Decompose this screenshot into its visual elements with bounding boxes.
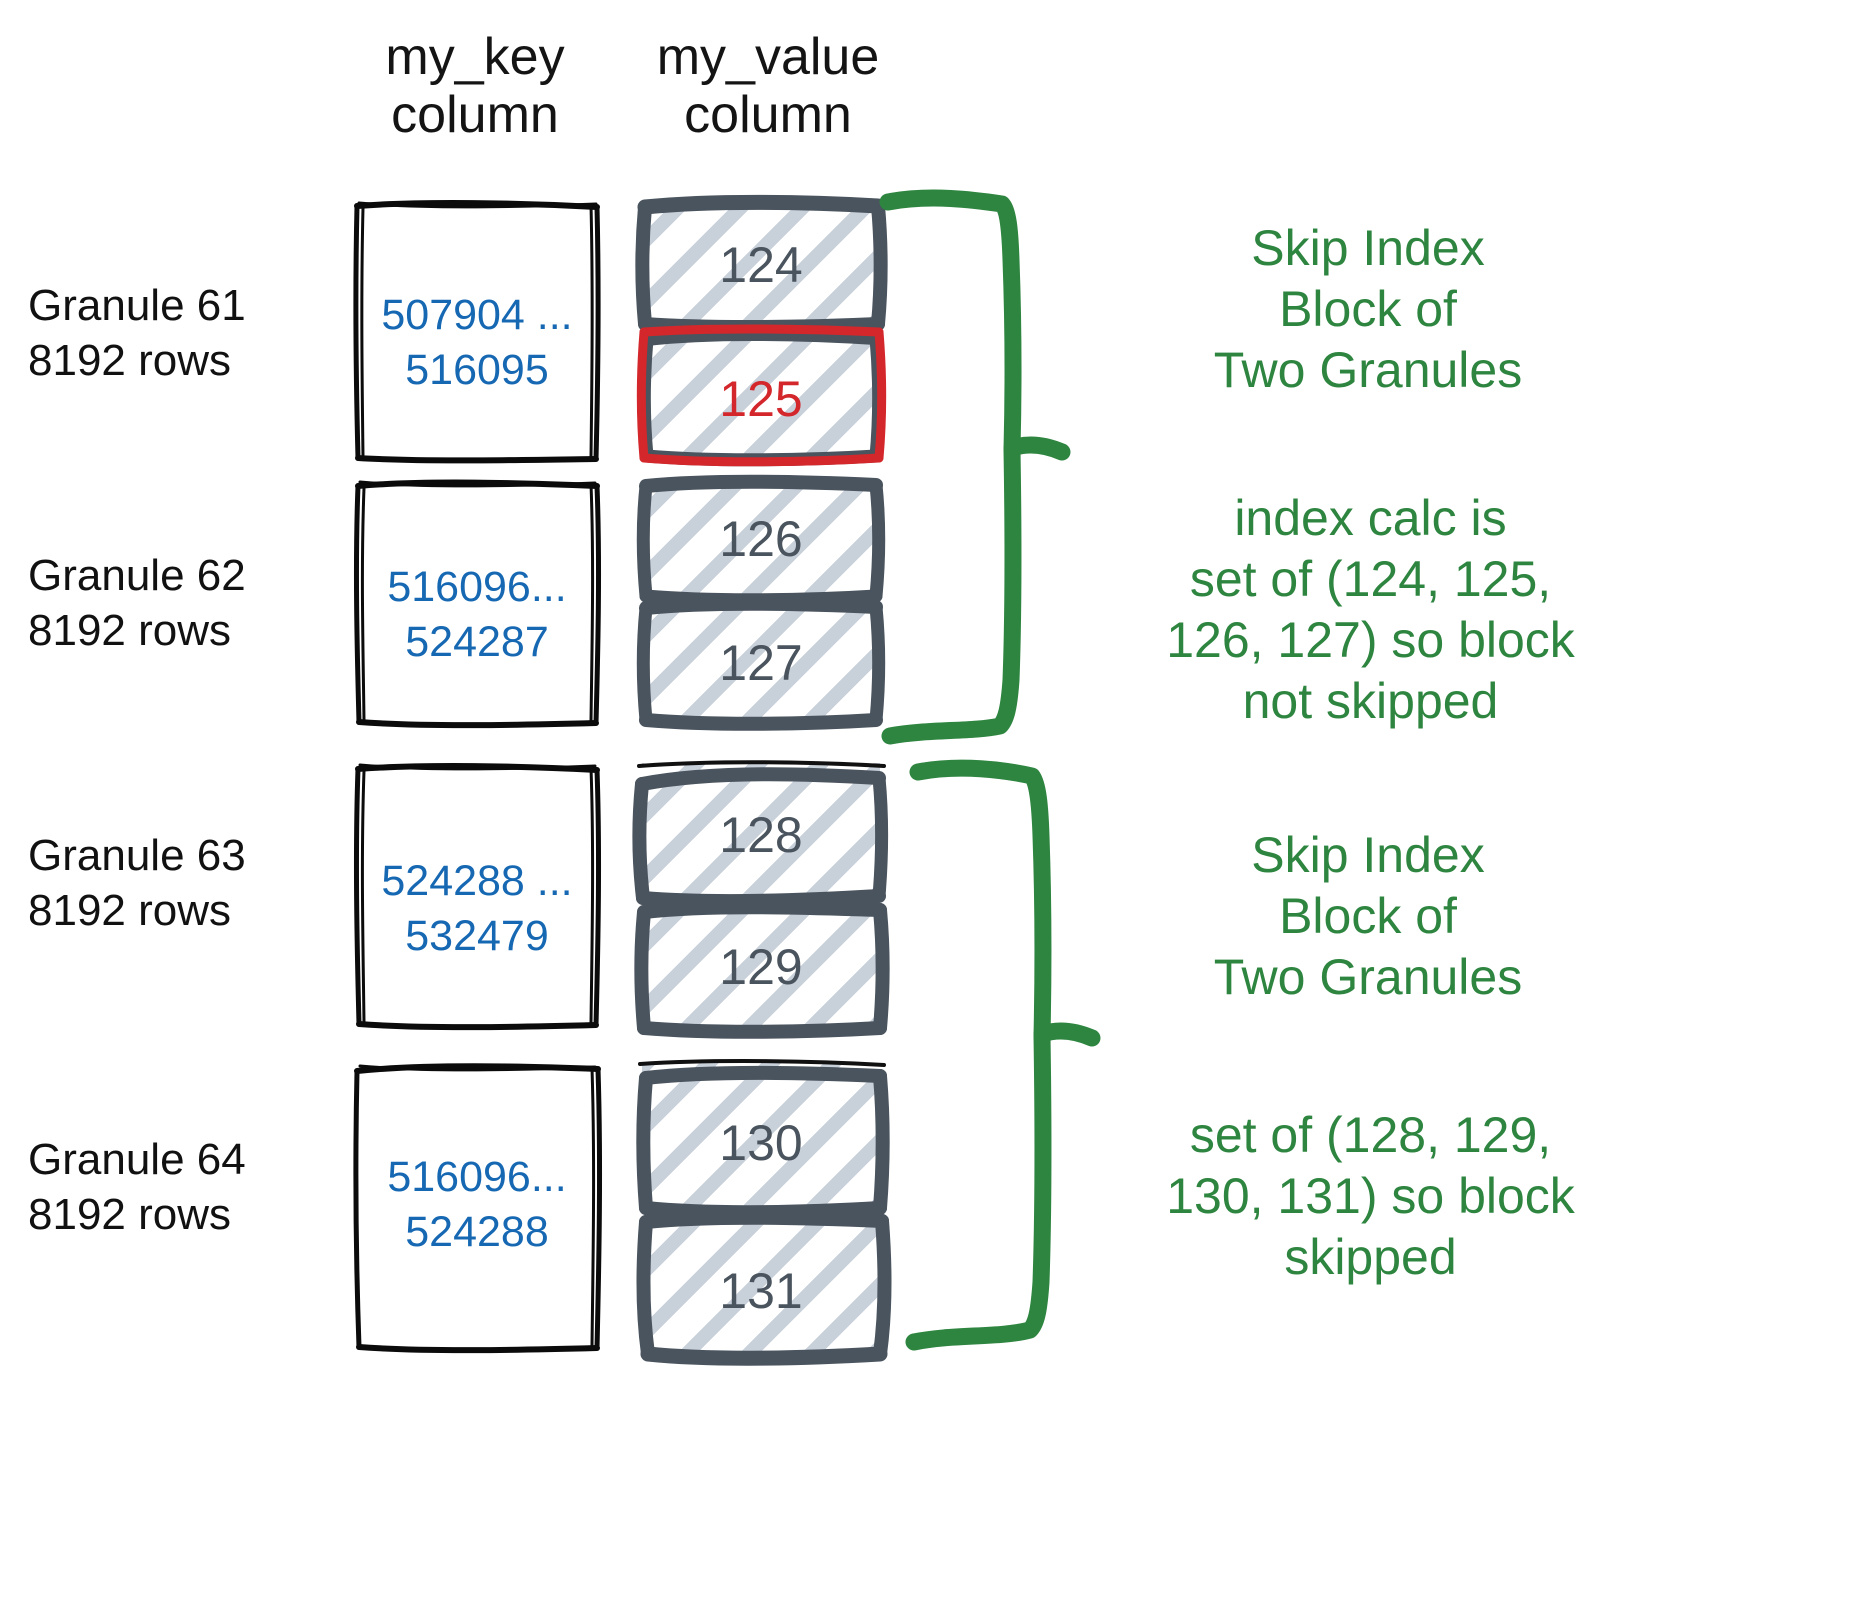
hatch-fill — [642, 201, 880, 327]
key-box-granule-61: 507904 ... 516095 — [352, 200, 602, 464]
annotation-set-of-skipped: set of (128, 129, 130, 131) so block ski… — [1166, 1107, 1575, 1285]
key-range-granule-61: 507904 ... 516095 — [381, 291, 573, 395]
hatch-fill — [642, 903, 880, 1031]
value-cell-131: 131 — [636, 1210, 892, 1366]
annotation-skip-index-block-bottom: Skip Index Block of Two Granules — [1213, 827, 1523, 1005]
key-box-granule-62: 516096... 524287 — [352, 478, 602, 729]
value-text-highlighted: 125 — [719, 371, 803, 427]
sketch-rect-icon — [353, 479, 602, 729]
value-cell-124: 124 — [635, 194, 888, 335]
sketch-rect-highlight-icon — [636, 324, 887, 467]
hatch-fill — [642, 1063, 880, 1213]
skip-index-bracket-bottom — [905, 759, 1101, 1351]
sketch-rect-icon — [353, 200, 601, 464]
value-text: 128 — [719, 807, 803, 863]
hatch-fill — [642, 1217, 880, 1357]
sketch-rect-icon — [353, 763, 602, 1031]
annotation-index-calc-not-skipped: index calc is set of (124, 125, 126, 127… — [1166, 490, 1575, 729]
granule-label-61: Granule 61 8192 rows — [28, 281, 246, 385]
key-range-granule-62: 516096... 524287 — [387, 563, 567, 667]
value-cell-130: 130 — [636, 1058, 890, 1220]
annotation-skip-index-block-top: Skip Index Block of Two Granules — [1213, 220, 1523, 398]
key-range-granule-63: 524288 ... 532479 — [381, 857, 573, 961]
key-box-granule-63: 524288 ... 532479 — [352, 762, 602, 1031]
key-range-granule-64: 516096... 524288 — [387, 1153, 567, 1257]
sketch-rect-icon — [634, 900, 890, 1039]
hatch-fill — [642, 603, 880, 723]
value-text: 129 — [719, 939, 803, 995]
value-cell-128: 128 — [632, 758, 889, 909]
value-text: 130 — [719, 1115, 803, 1171]
granule-label-63: Granule 63 8192 rows — [28, 831, 246, 935]
sketch-rect-icon — [636, 596, 886, 731]
sketch-rect-icon — [353, 1063, 603, 1354]
value-cell-127: 127 — [636, 596, 886, 731]
value-cell-125: 125 — [636, 324, 887, 467]
value-cell-126: 126 — [636, 474, 886, 607]
key-box-granule-64: 516096... 524288 — [352, 1062, 603, 1354]
value-text: 127 — [719, 635, 803, 691]
value-text: 124 — [719, 237, 803, 293]
skip-index-bracket-top — [879, 189, 1071, 745]
hatch-fill — [642, 479, 880, 599]
hatch-fill — [642, 331, 880, 461]
column-header-my-key: my_key column — [385, 28, 565, 145]
sketch-rect-icon — [636, 1210, 892, 1366]
value-text: 131 — [719, 1263, 803, 1319]
granule-label-62: Granule 62 8192 rows — [28, 551, 246, 655]
granule-label-64: Granule 64 8192 rows — [28, 1135, 246, 1239]
value-text: 126 — [719, 511, 803, 567]
hatch-fill — [642, 763, 880, 901]
value-cell-129: 129 — [634, 898, 890, 1039]
column-header-my-value: my_value column — [656, 28, 880, 145]
